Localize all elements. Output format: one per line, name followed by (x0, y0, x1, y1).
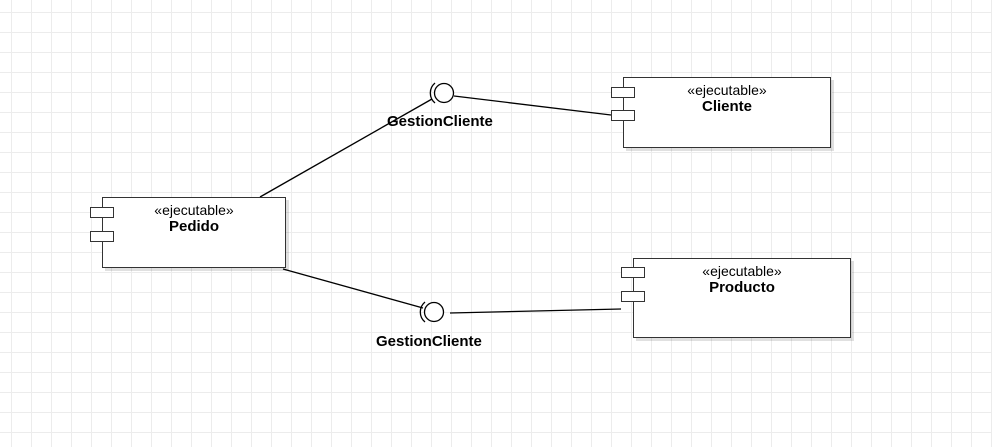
component-stereotype: «ejecutable» (154, 202, 234, 218)
bottom-interface-label: GestionCliente (376, 333, 482, 350)
top-interface-symbol[interactable] (429, 82, 455, 104)
top-interface-label: GestionCliente (387, 113, 493, 130)
bottom-interface-symbol[interactable] (419, 301, 445, 323)
component-pedido[interactable]: «ejecutable» Pedido (102, 197, 286, 268)
component-stereotype: «ejecutable» (702, 263, 782, 279)
component-port-icon (611, 110, 635, 121)
connector-top-interface-to-cliente[interactable] (453, 95, 612, 116)
component-stereotype: «ejecutable» (687, 82, 767, 98)
component-port-icon (621, 267, 645, 278)
component-port-icon (611, 87, 635, 98)
connector-pedido-to-bottom-interface[interactable] (282, 268, 424, 309)
component-name: Pedido (168, 218, 219, 235)
component-name: Cliente (701, 98, 752, 115)
component-port-icon (621, 291, 645, 302)
component-producto[interactable]: «ejecutable» Producto (633, 258, 851, 338)
component-name: Producto (709, 279, 775, 296)
connector-pedido-to-top-interface[interactable] (259, 98, 433, 198)
component-cliente[interactable]: «ejecutable» Cliente (623, 77, 831, 148)
component-port-icon (90, 231, 114, 242)
connector-bottom-interface-to-producto[interactable] (449, 308, 622, 314)
component-port-icon (90, 207, 114, 218)
